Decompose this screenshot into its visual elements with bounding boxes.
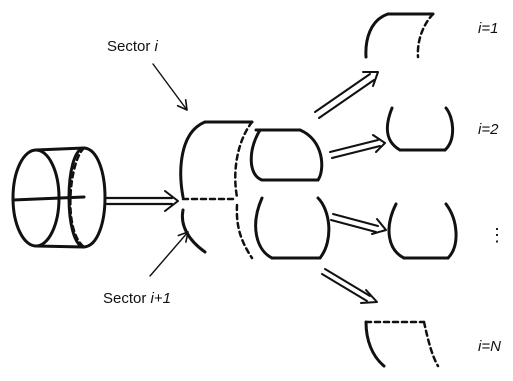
split-right-upper-shell-back — [298, 128, 324, 182]
label-sector-i-prefix: Sector — [107, 38, 155, 55]
arrow-to-i2 — [329, 134, 386, 159]
split-lower-outer-arc — [180, 208, 207, 254]
label-row-ellipsis: ⋮ — [488, 225, 506, 245]
split-right-upper-shell-arc — [249, 128, 264, 182]
sector-piece-i2 — [385, 106, 455, 152]
label-row-i2: i=2 — [478, 121, 499, 138]
label-sector-i-plus-1-prefix: Sector — [103, 290, 151, 307]
cylinder-top-edge — [34, 146, 86, 152]
label-row-i1: i=1 — [478, 20, 499, 37]
split-lower-hidden-arc — [235, 203, 254, 260]
split-upper-outer-arc — [179, 120, 207, 199]
arrow-to-ellipsis — [330, 213, 387, 235]
split-right-lower-shell-back — [316, 196, 331, 260]
label-sector-i-plus-1-index: i+1 — [150, 290, 171, 307]
sector-i-leader — [152, 63, 188, 111]
split-cylinder — [179, 120, 331, 260]
cylinder-back-face-visible — [82, 146, 107, 249]
full-cylinder — [11, 146, 107, 249]
fan-out-arrows — [314, 71, 387, 304]
sector-piece-i1 — [364, 12, 435, 59]
double-arrow-main-head — [164, 190, 179, 212]
arrow-to-i1 — [314, 71, 379, 119]
label-row-iN: i=N — [478, 338, 501, 355]
split-right-lower-shell-arc — [254, 196, 274, 260]
label-sector-i: Sector i — [107, 38, 158, 55]
sector-piece-iN — [364, 320, 440, 368]
cylinder-bottom-edge — [34, 244, 86, 249]
label-sector-i-index: i — [154, 38, 158, 55]
sector-piece-ellipsis — [387, 202, 458, 260]
cylinder-back-face-hidden — [69, 146, 86, 249]
label-sector-i-plus-1: Sector i+1 — [103, 290, 171, 307]
cylinder-split-line — [11, 195, 86, 202]
sector-i-plus-1-leader — [149, 231, 189, 277]
arrow-to-iN — [321, 268, 378, 304]
split-upper-hidden-arc — [234, 120, 254, 199]
